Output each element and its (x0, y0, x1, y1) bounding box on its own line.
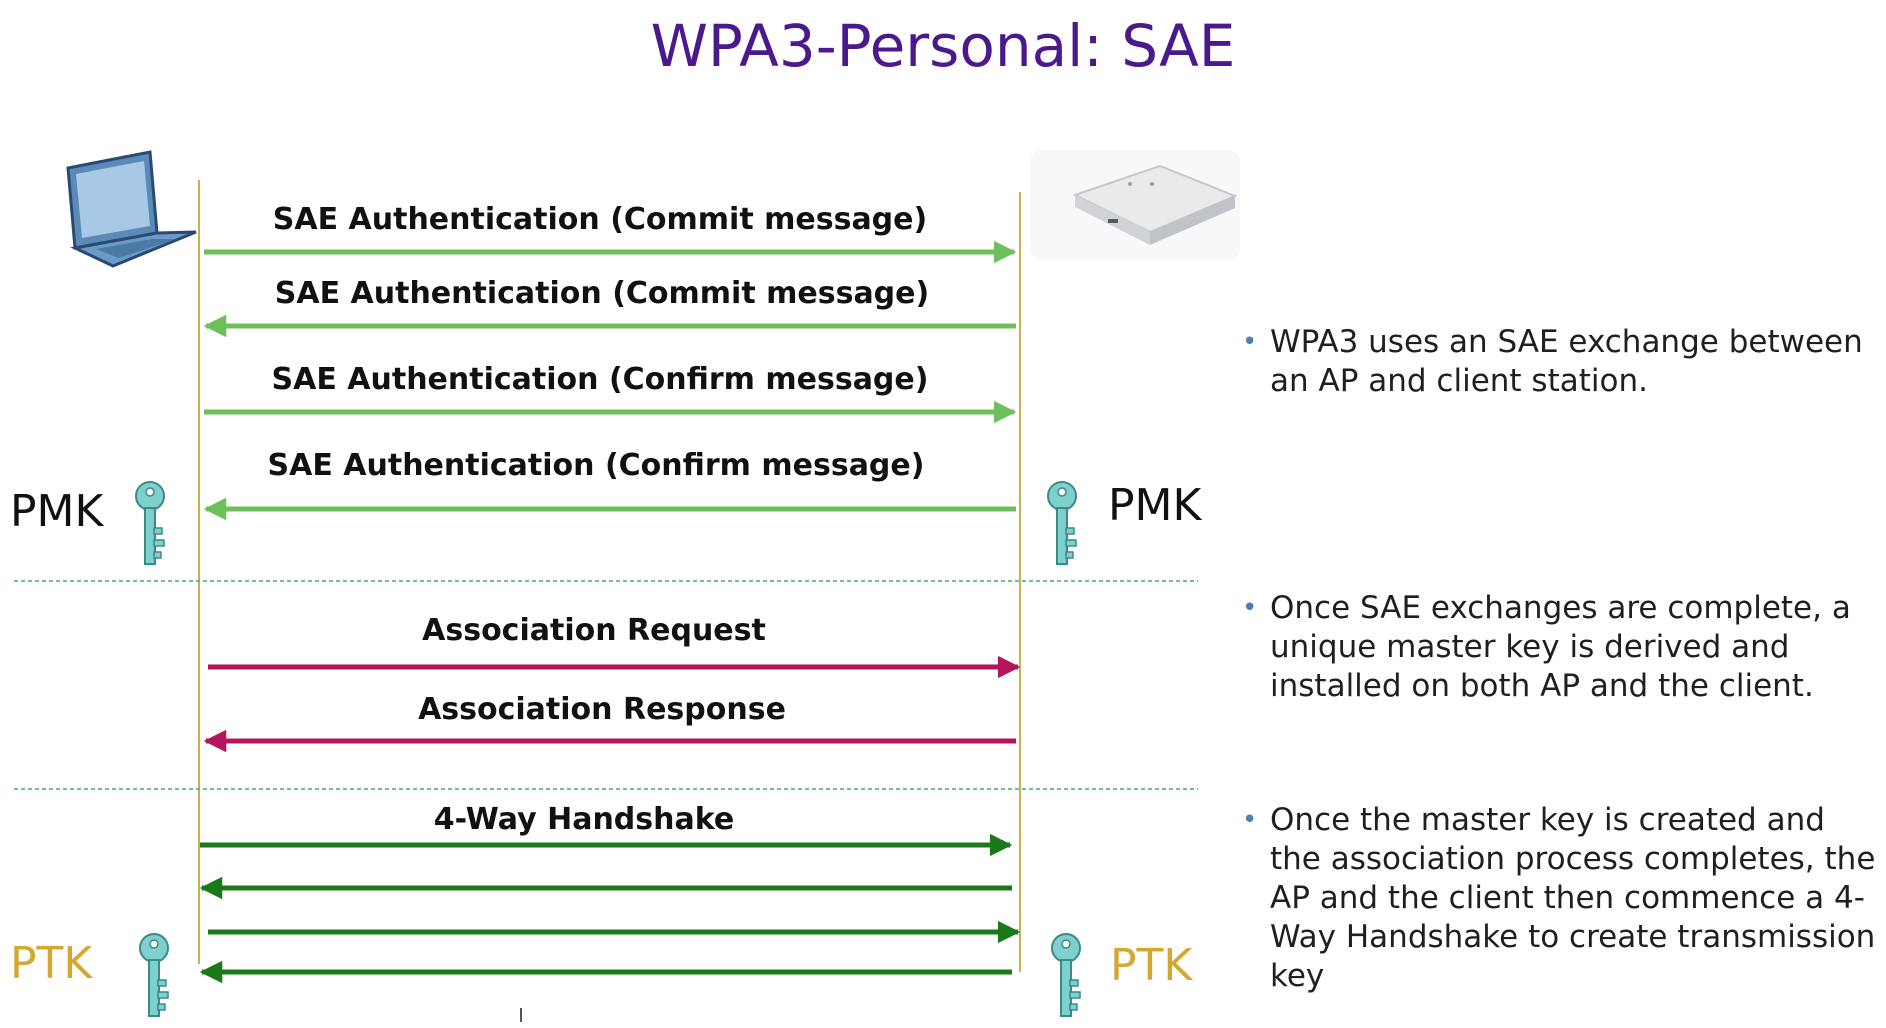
key-icon (139, 933, 169, 1017)
message-label: SAE Authentication (Commit message) (275, 276, 929, 311)
bullet-text: WPA3 uses an SAE exchange between an AP … (1270, 324, 1863, 399)
key-icon (135, 481, 165, 565)
bullet-text: Once the master key is created and the a… (1270, 802, 1876, 994)
bullet-icon: • (1242, 805, 1258, 835)
key-icon (1047, 481, 1077, 565)
bullet-item: • WPA3 uses an SAE exchange between an A… (1242, 323, 1882, 401)
bullet-item: • Once SAE exchanges are complete, a uni… (1242, 589, 1882, 706)
ptk-label-client: PTK (10, 938, 93, 989)
laptop-icon (66, 150, 197, 268)
message-label: Association Request (422, 613, 766, 648)
message-label: SAE Authentication (Confirm message) (272, 362, 929, 397)
pmk-label-client: PMK (10, 486, 104, 537)
access-point-icon (1030, 150, 1240, 260)
key-icon (1051, 933, 1081, 1017)
message-label: SAE Authentication (Confirm message) (268, 448, 925, 483)
bullet-item: • Once the master key is created and the… (1242, 801, 1882, 996)
message-label: 4-Way Handshake (434, 802, 734, 837)
bullet-text: Once SAE exchanges are complete, a uniqu… (1270, 590, 1851, 704)
ptk-label-ap: PTK (1110, 940, 1193, 991)
message-label: SAE Authentication (Commit message) (273, 202, 927, 237)
bullet-icon: • (1242, 593, 1258, 623)
pmk-label-ap: PMK (1108, 480, 1202, 531)
bullet-icon: • (1242, 327, 1258, 357)
message-label: Association Response (418, 692, 786, 727)
page-title: WPA3-Personal: SAE (650, 12, 1236, 80)
